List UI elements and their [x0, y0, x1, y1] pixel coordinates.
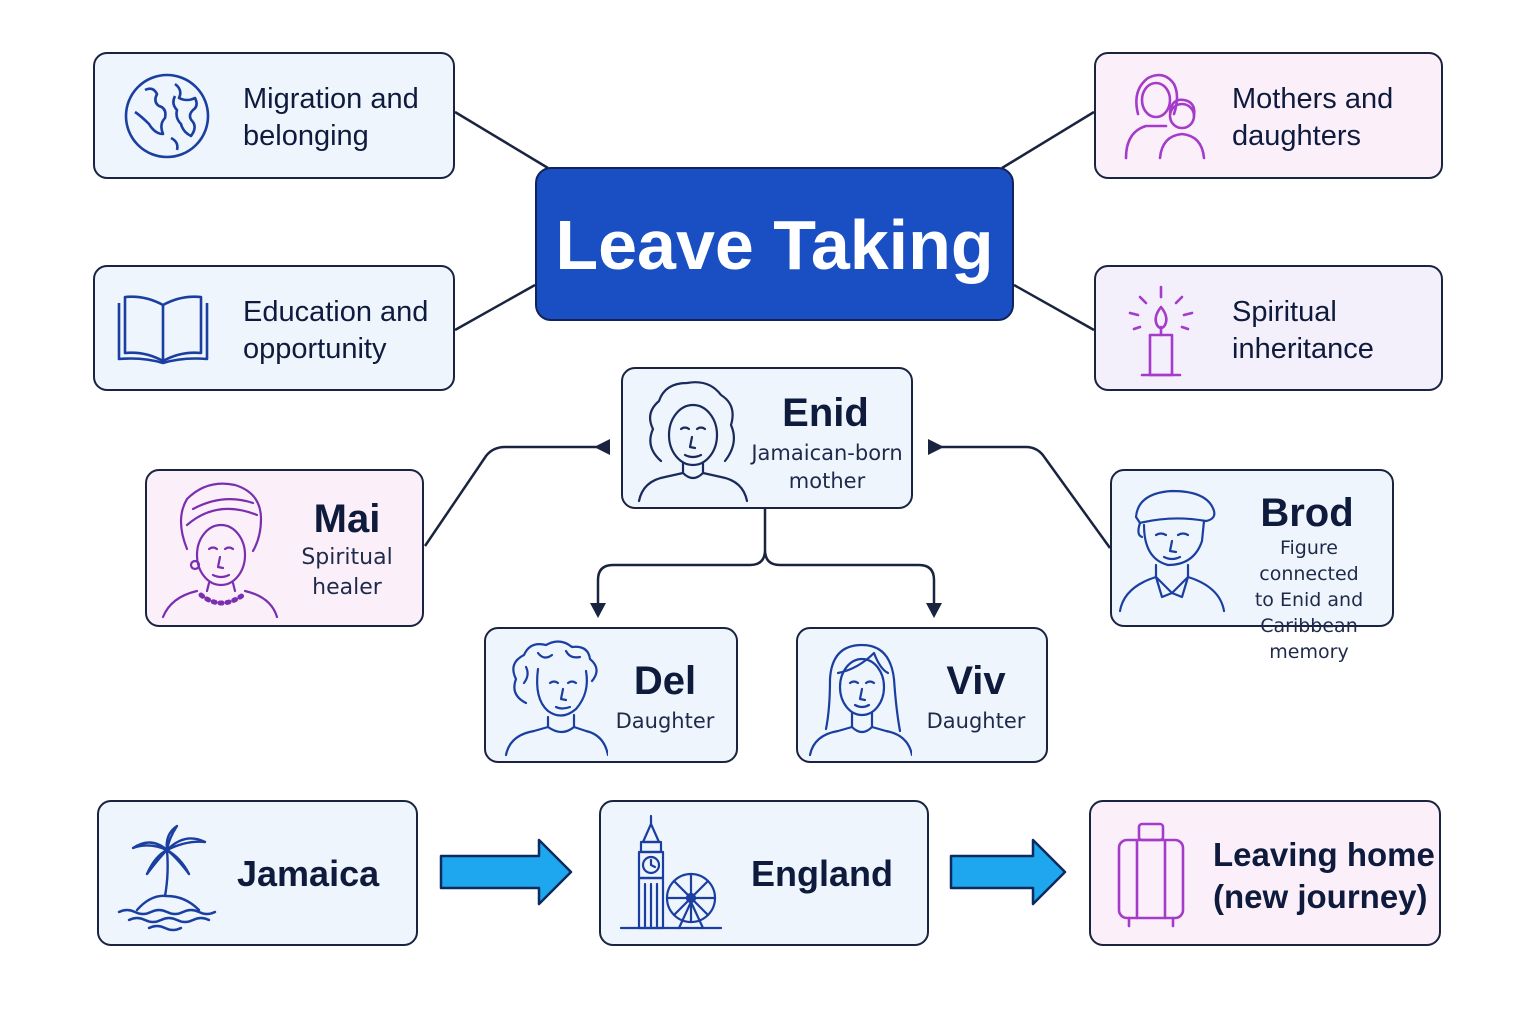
enid-name: Enid: [782, 391, 869, 435]
connector-enid-mai: [423, 445, 608, 547]
title-box: Leave Taking: [535, 167, 1014, 321]
viv-role: Daughter: [926, 709, 1026, 733]
connector-enid-brod: [930, 445, 1112, 549]
mai-portrait-icon: [161, 482, 279, 619]
del-name: Del: [633, 659, 697, 703]
jamaica-label: Jamaica: [237, 853, 380, 894]
arrowhead-to-mai: [594, 439, 610, 455]
connector-migration: [454, 110, 549, 170]
globe-icon: [124, 73, 210, 159]
mai-name: Mai: [313, 497, 381, 541]
palm-island-icon: [117, 824, 217, 932]
brod-portrait-icon: [1118, 489, 1226, 613]
mother-daughter-icon: [1124, 73, 1206, 160]
arrowhead-to-del: [590, 603, 606, 618]
character-viv-box: Viv Daughter: [796, 627, 1048, 763]
journey-jamaica-box: Jamaica: [97, 800, 418, 946]
enid-portrait-icon: [637, 381, 749, 503]
viv-name: Viv: [946, 659, 1006, 703]
journey-arrow-2: [949, 838, 1067, 906]
brod-name: Brod: [1260, 491, 1354, 535]
england-label: England: [751, 853, 893, 894]
page-title: Leave Taking: [555, 206, 994, 284]
journey-england-box: England: [599, 800, 929, 946]
arrowhead-to-brod: [928, 439, 944, 455]
connector-education: [454, 283, 536, 332]
arrowhead-to-viv: [926, 603, 942, 618]
connector-spiritual: [1013, 283, 1095, 332]
big-ben-eye-icon: [619, 814, 723, 930]
leaving-home-label: Leaving home(new journey): [1213, 836, 1435, 915]
connector-mothers: [1001, 110, 1095, 170]
del-role: Daughter: [615, 709, 715, 733]
journey-leaving-box: Leaving home(new journey): [1089, 800, 1441, 946]
open-book-icon: [117, 295, 209, 365]
journey-arrow-1: [439, 838, 573, 906]
del-portrait-icon: [504, 640, 608, 757]
connector-enid-children: [596, 508, 936, 608]
suitcase-icon: [1117, 822, 1185, 928]
candle-icon: [1128, 285, 1194, 377]
viv-portrait-icon: [808, 643, 912, 757]
character-del-box: Del Daughter: [484, 627, 738, 763]
